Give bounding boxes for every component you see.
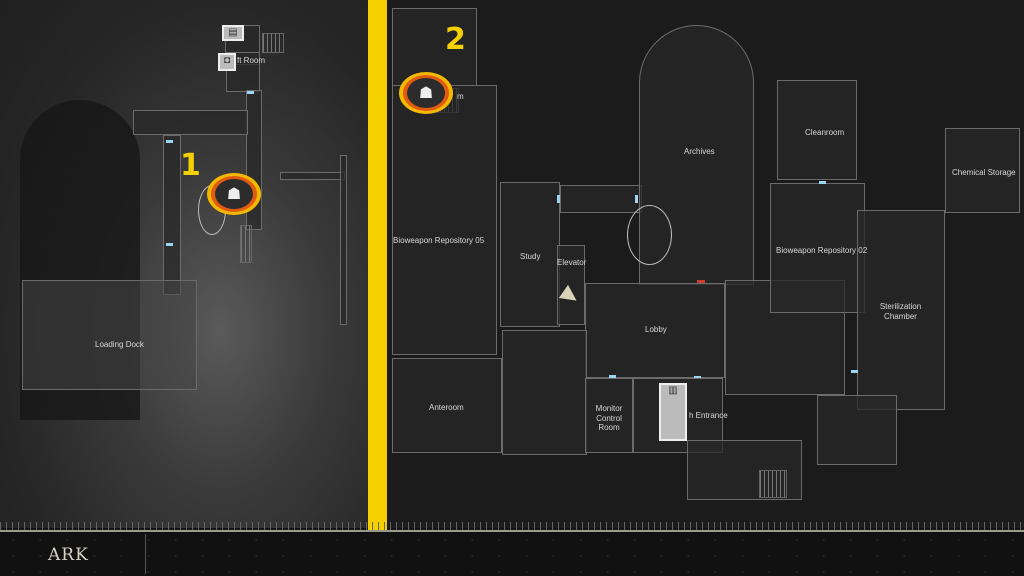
room-label-cleanroom: Cleanroom: [805, 128, 845, 137]
door: [247, 91, 254, 94]
room-label-lobby: Lobby: [645, 325, 667, 334]
room-label-monitor-control-room: Monitor Control Room: [595, 404, 623, 433]
room-bioweapon-repository-02: [770, 183, 865, 313]
door: [557, 195, 560, 203]
room-label-elevator: Elevator: [557, 258, 587, 267]
marker-number-1: 1: [180, 148, 201, 183]
character-icon: ☗: [215, 179, 253, 209]
room-chemical-storage: [945, 128, 1020, 213]
footer-bar: ARK: [0, 532, 1024, 576]
door: [819, 181, 826, 184]
corridor-south: [502, 330, 587, 455]
corridor-vertical-2: [163, 135, 181, 295]
room-loading-dock: [22, 280, 197, 390]
corridor-horizontal: [133, 110, 248, 135]
room-label-bioweapon-repository-05: Bioweapon Repository 05: [393, 236, 485, 245]
room-anteroom: [392, 358, 502, 453]
room-elevator: [557, 245, 585, 325]
room-label-lift-room: ft Room: [237, 56, 266, 65]
chest-icon: ▤: [222, 25, 244, 41]
stairs: [759, 470, 787, 498]
item-location-marker-1[interactable]: ☗: [207, 173, 261, 215]
room-cleanroom: [777, 80, 857, 180]
room-sterilization-chamber: [857, 210, 945, 410]
marker-number-2: 2: [445, 22, 466, 57]
room-label-partial: m: [457, 92, 464, 101]
room-label-bioweapon-repository-02: Bioweapon Repository 02: [776, 246, 868, 255]
locked-door: [697, 280, 705, 283]
door: [635, 195, 638, 203]
player-view-ring: [627, 205, 672, 265]
door: [851, 370, 858, 373]
door: [166, 243, 173, 246]
save-icon: ◘: [218, 53, 236, 71]
corridor-right-vertical: [340, 155, 347, 325]
room-southeast: [817, 395, 897, 465]
room-lobby: [585, 283, 725, 378]
door: [166, 140, 173, 143]
footer-divider: [145, 534, 146, 574]
area-name: ARK: [48, 545, 89, 565]
right-map-panel[interactable]: m Bioweapon Repository 05 Study Elevator…: [387, 0, 1024, 528]
stairs: [240, 225, 252, 263]
item-location-marker-2[interactable]: ☗: [399, 72, 453, 114]
room-label-study: Study: [520, 252, 541, 261]
item-box-icon: ▥: [659, 383, 687, 441]
room-label-sterilization-chamber: Sterilization Chamber: [879, 302, 922, 321]
corridor-right: [280, 172, 345, 180]
door: [694, 376, 701, 379]
room-label-entrance: h Entrance: [689, 411, 728, 420]
room-bioweapon-repository-05: [392, 85, 497, 355]
stairs: [262, 33, 284, 53]
door: [609, 375, 616, 378]
character-icon: ☗: [407, 78, 445, 108]
map-ruler: [0, 522, 1024, 532]
room-label-chemical-storage: Chemical Storage: [952, 168, 1016, 177]
corridor: [560, 185, 642, 213]
room-study: [500, 182, 560, 327]
room-label-archives: Archives: [684, 147, 715, 156]
left-map-panel[interactable]: ▤ ◘ ft Room Loading Dock 1 ☗: [0, 0, 368, 528]
room-label-anteroom: Anteroom: [429, 403, 464, 412]
panel-divider: [368, 0, 387, 532]
room-lift: [226, 52, 260, 92]
room-monitor-control-room: [585, 378, 633, 453]
room-label-loading-dock: Loading Dock: [95, 340, 144, 349]
